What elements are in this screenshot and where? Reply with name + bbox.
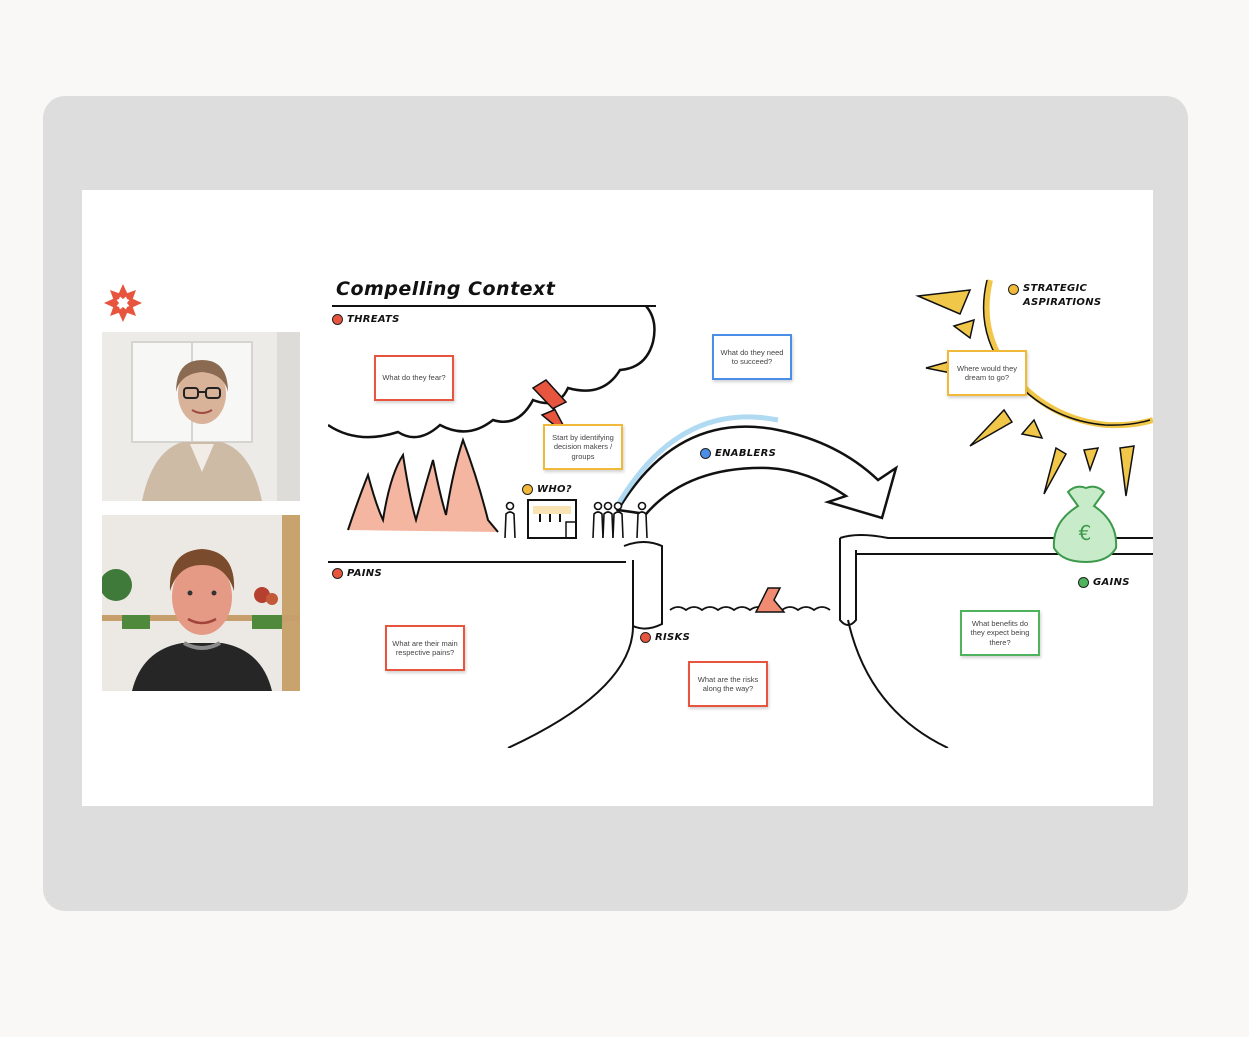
strategic-dot-icon	[1008, 284, 1019, 295]
gains-dot-icon	[1078, 577, 1089, 588]
risks-dot-icon	[640, 632, 651, 643]
pains-dot-icon	[332, 568, 343, 579]
participant-video-2[interactable]	[102, 515, 300, 691]
building-icon	[527, 499, 577, 539]
sticky-fear[interactable]: What do they fear?	[374, 355, 454, 401]
enablers-dot-icon	[700, 448, 711, 459]
sticky-benefits[interactable]: What benefits do they expect being there…	[960, 610, 1040, 656]
company-logo	[104, 284, 142, 322]
label-strategic-aspirations: STRATEGIC ASPIRATIONS	[1008, 282, 1101, 310]
threat-cloud-icon	[328, 305, 656, 439]
who-dot-icon	[522, 484, 533, 495]
canvas-title: Compelling Context	[336, 278, 556, 300]
shark-fin-icon	[754, 587, 786, 613]
people-icon	[504, 501, 648, 539]
label-threats: THREATS	[332, 314, 400, 325]
label-gains: GAINS	[1078, 577, 1130, 588]
money-bag-icon: €	[1052, 485, 1118, 564]
label-pains: PAINS	[332, 568, 382, 579]
fire-icon	[347, 437, 499, 533]
sticky-pains[interactable]: What are their main respective pains?	[385, 625, 465, 671]
sticky-identify[interactable]: Start by identifying decision makers / g…	[543, 424, 623, 470]
sticky-risks[interactable]: What are the risks along the way?	[688, 661, 768, 707]
threats-dot-icon	[332, 314, 343, 325]
sticky-succeed[interactable]: What do they need to succeed?	[712, 334, 792, 380]
label-risks: RISKS	[640, 632, 690, 643]
svg-text:€: €	[1079, 521, 1092, 545]
label-enablers: ENABLERS	[700, 448, 776, 459]
sticky-dream[interactable]: Where would they dream to go?	[947, 350, 1027, 396]
participant-video-1[interactable]	[102, 332, 300, 501]
compelling-context-canvas: € Compelling Context THREATS PAINS WHO? …	[328, 270, 1153, 748]
label-who: WHO?	[522, 484, 572, 495]
shared-slide: € Compelling Context THREATS PAINS WHO? …	[82, 190, 1153, 806]
